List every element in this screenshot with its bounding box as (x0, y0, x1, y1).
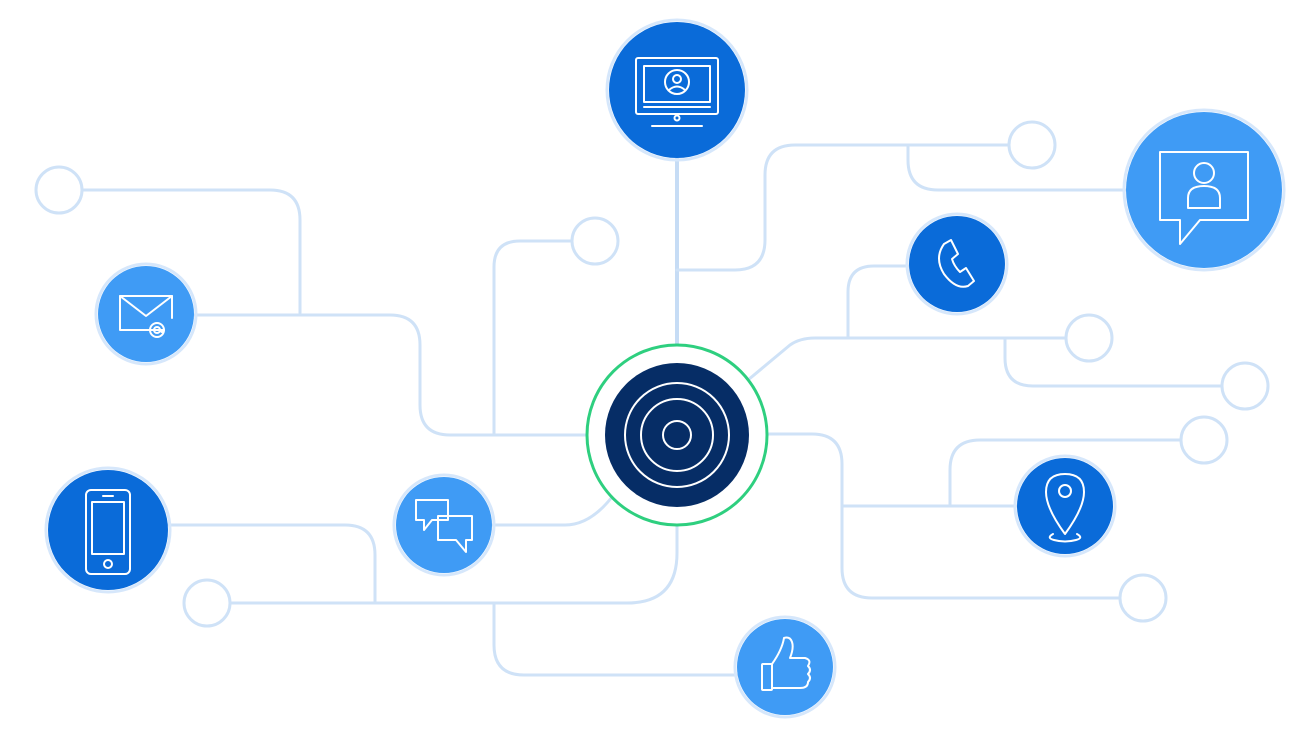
like-node-bg (737, 619, 833, 715)
email-node[interactable] (94, 262, 198, 366)
smartphone-node-bg (48, 470, 168, 590)
endpoint-circle (182, 578, 232, 628)
endpoint-circle (34, 165, 84, 215)
connector-right-upper (746, 336, 1069, 382)
connector-top-left (80, 188, 302, 315)
email-at-icon (119, 295, 173, 338)
profile-chat-node-bg (1126, 112, 1282, 268)
smartphone-node[interactable] (44, 466, 172, 594)
connector-profile (906, 143, 1130, 192)
chat-bubbles-icon (415, 499, 473, 553)
endpoint-circle (1007, 120, 1057, 170)
profile-chat-node[interactable] (1122, 108, 1286, 272)
connector-bottom (228, 504, 679, 605)
connector-chat (489, 495, 614, 527)
connector-email (191, 313, 592, 437)
phone-handset-icon (938, 239, 975, 288)
endpoint-circle (1118, 573, 1168, 623)
connector-top-right (675, 143, 1011, 272)
connector-right-far (1003, 336, 1225, 388)
hub-core (605, 363, 749, 507)
target-icon (624, 382, 730, 488)
target-hub[interactable] (585, 343, 769, 527)
endpoints (34, 120, 1270, 628)
endpoint-circle (1179, 415, 1229, 465)
connector-right-lower (764, 432, 1123, 600)
chat-node[interactable] (392, 473, 496, 577)
chat-node-bg (396, 477, 492, 573)
connector-like (492, 601, 740, 677)
monitor-node[interactable] (605, 18, 749, 162)
phone-call-node-bg (909, 216, 1005, 312)
connector-location-endpoint (948, 438, 1183, 508)
endpoint-circle (570, 216, 620, 266)
connector-smartphone (166, 523, 377, 605)
endpoint-circle (1220, 361, 1270, 411)
smartphone-icon (85, 489, 131, 575)
location-node-bg (1017, 458, 1113, 554)
connectors (80, 143, 1225, 677)
email-node-bg (98, 266, 194, 362)
connector-phone (846, 264, 914, 340)
location-node[interactable] (1013, 454, 1117, 558)
thumbs-up-icon (761, 636, 811, 691)
endpoint-circle (1064, 313, 1114, 363)
monitor-user-icon (635, 57, 719, 127)
connector-mid-endpoint (492, 239, 574, 437)
like-node[interactable] (733, 615, 837, 719)
profile-speech-bubble-icon (1159, 151, 1249, 245)
location-pin-icon (1045, 473, 1085, 543)
phone-call-node[interactable] (905, 212, 1009, 316)
monitor-node-bg (609, 22, 745, 158)
